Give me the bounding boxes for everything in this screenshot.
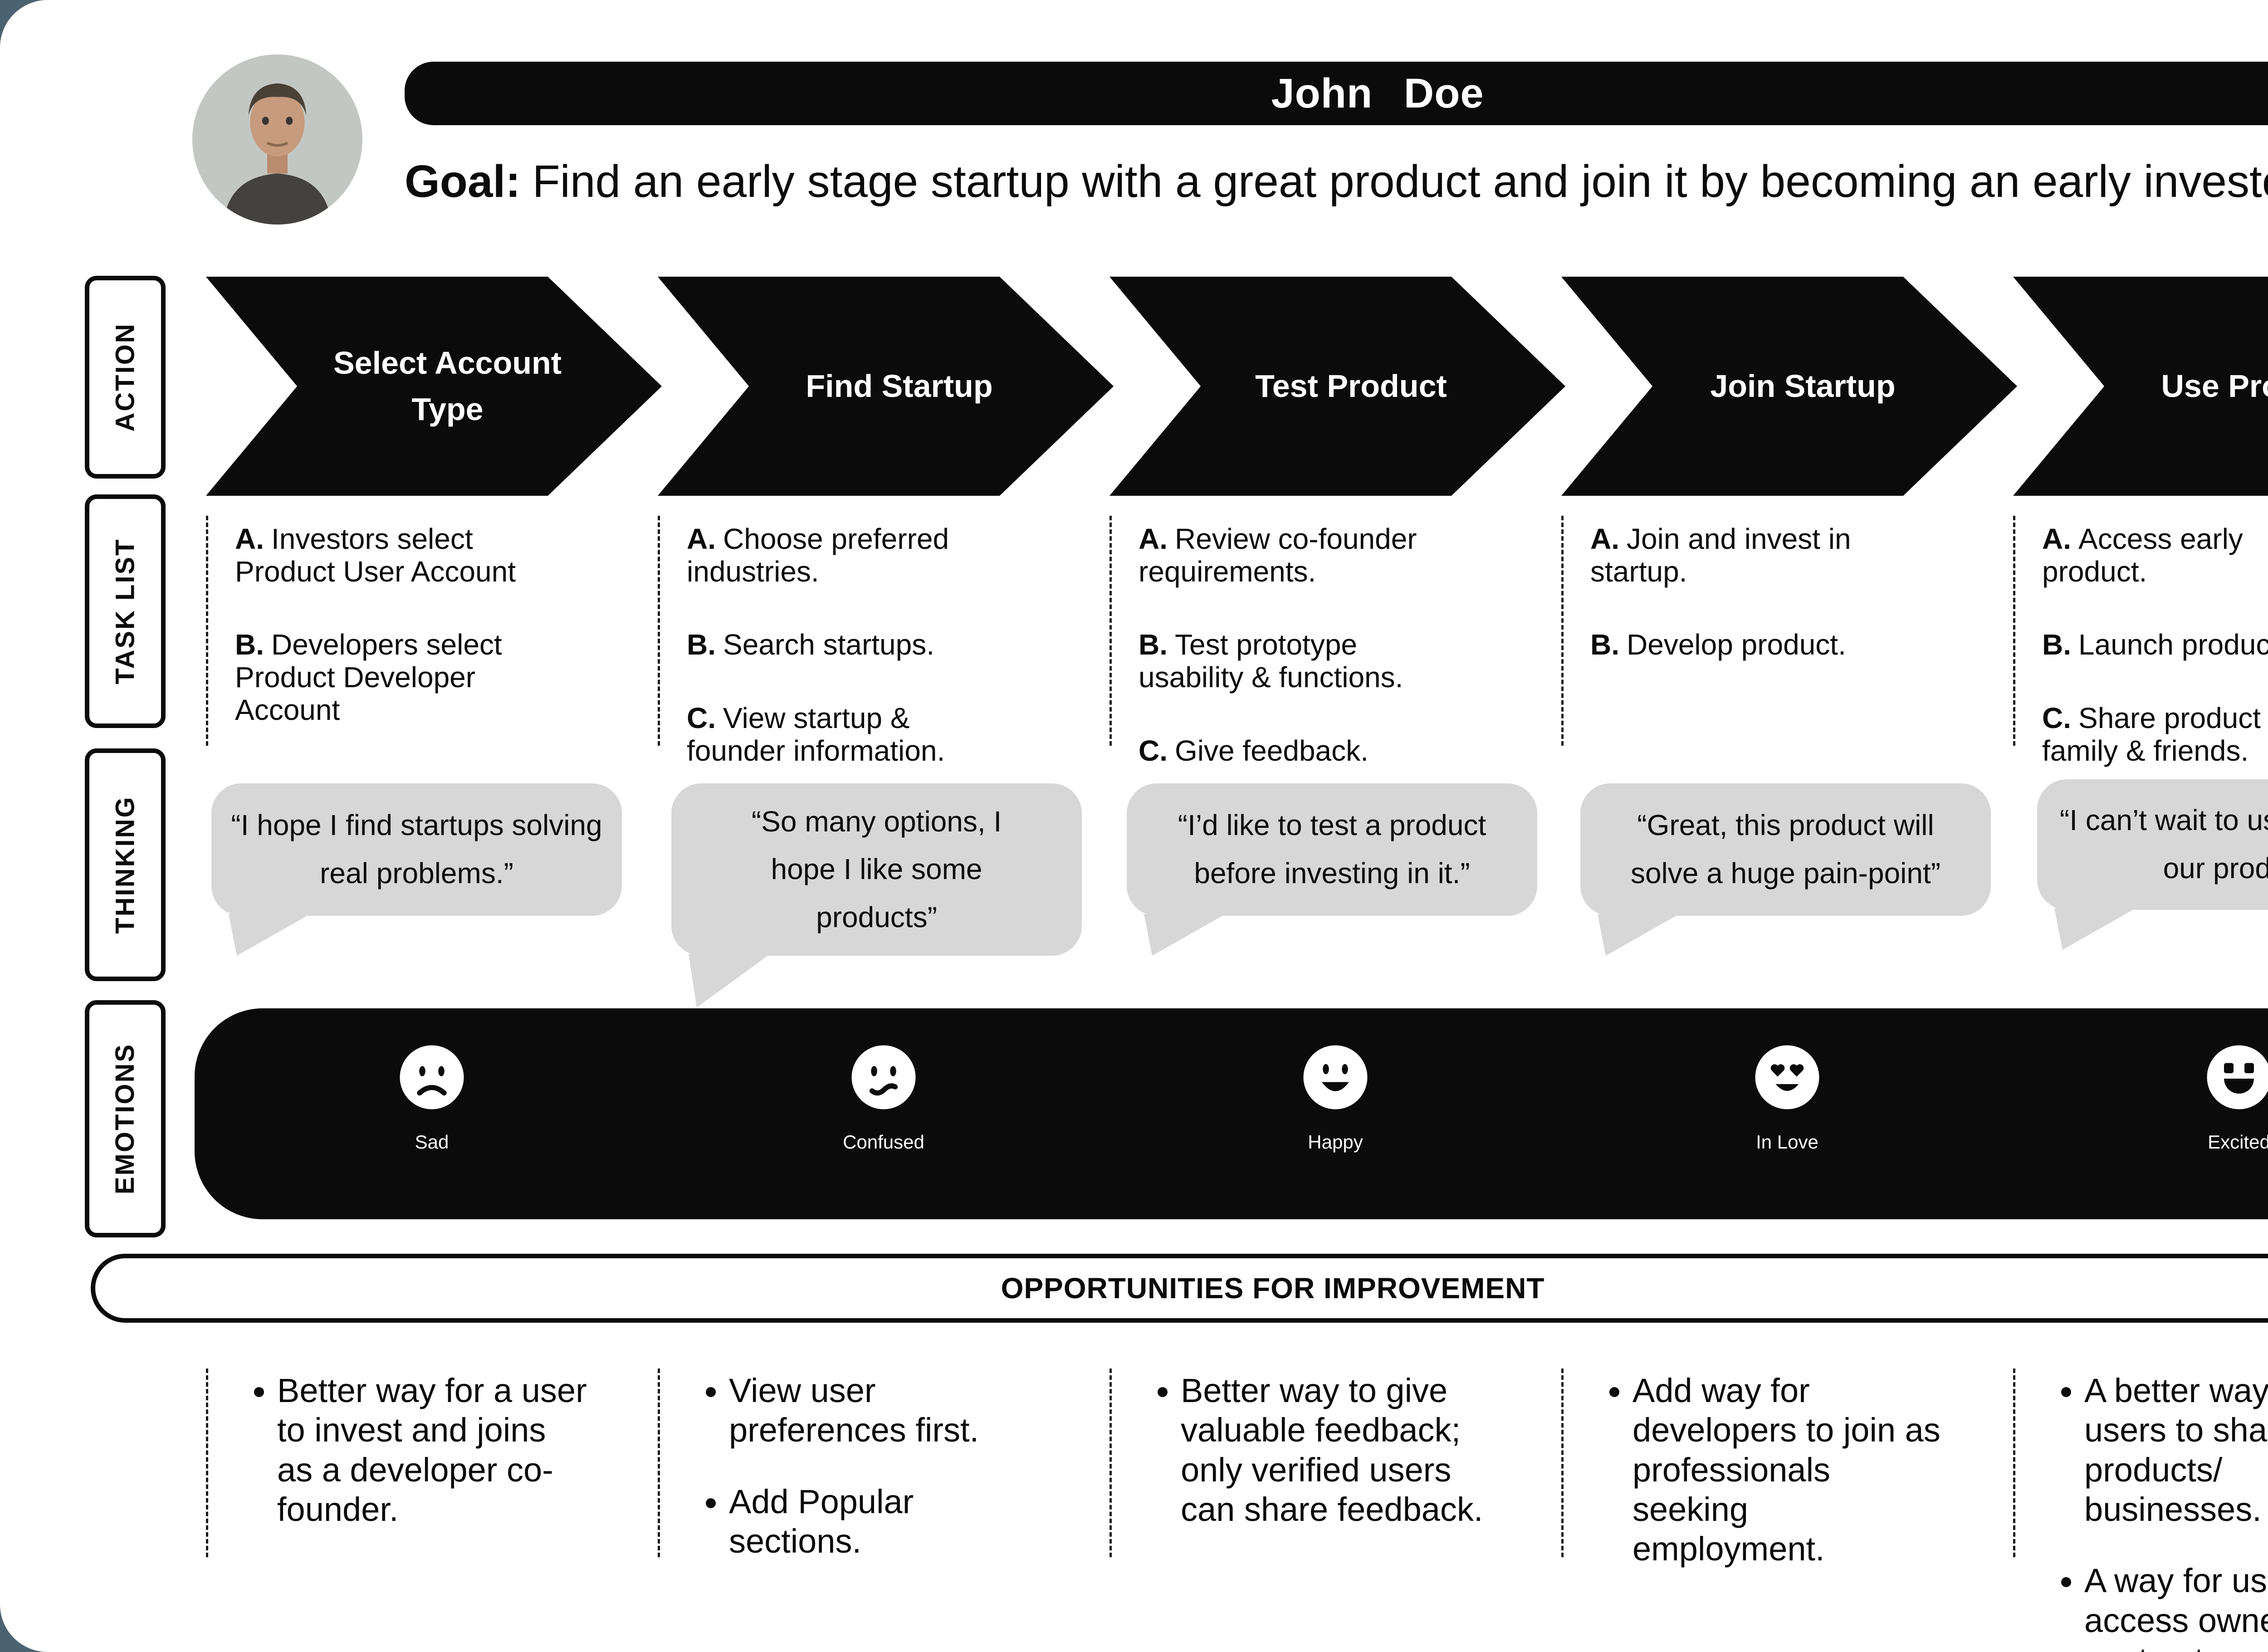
sad-face-icon [400,1045,464,1109]
emotion-excited: Excited [2144,1043,2268,1153]
thinking-bubble: “I can’t wait to use and share our produ… [2037,779,2268,910]
task-column-divider [1561,516,1564,746]
task-item: B.Launch product. [2042,628,2268,661]
happy-face-icon [1303,1045,1368,1109]
task-item: B.Developers select Product Developer Ac… [235,628,502,726]
opportunity-item: Add Popular sections. [729,1482,1042,1561]
goal-label: Goal: [405,156,521,207]
opportunity-list-stage-5: A better way for users to share products… [2056,1371,2268,1652]
persona-name-pill: John Doe [405,62,2268,125]
task-column-divider [2013,516,2015,746]
task-item: C.Give feedback. [1139,734,1369,767]
in-love-face-icon [1755,1045,1819,1109]
emotion-confused: Confused [788,1043,979,1153]
confused-face-icon [851,1045,916,1109]
emotion-label: Excited [2208,1131,2268,1153]
opportunity-list-stage-3: Better way to give valuable feedback; on… [1153,1371,1494,1561]
task-list-stage-5: A.Access early product. B.Launch product… [2042,523,2268,767]
task-item: C.Share product with family & friends. [2042,702,2268,767]
row-label-task-list: TASK LIST [85,494,166,728]
goal-line: Goal:Find an early stage startup with a … [405,154,2268,209]
task-item: C.View startup & founder information. [687,702,945,767]
opportunity-item: Better way for a user to invest and join… [277,1371,590,1529]
row-label-emotions: EMOTIONS [85,1000,166,1237]
opportunity-item: Better way to give valuable feedback; on… [1181,1371,1494,1529]
persona-name: John Doe [1271,70,1484,117]
opportunity-column-divider [658,1369,660,1557]
emotion-sad: Sad [337,1043,527,1153]
thinking-bubble: “Great, this product will solve a huge p… [1580,783,1991,916]
task-item: A.Join and invest in startup. [1590,523,1851,588]
task-column-divider [1110,516,1112,746]
task-item: A.Access early product. [2042,523,2243,588]
thinking-bubble: “I hope I find startups solving real pro… [211,783,622,916]
task-item: B.Test prototype usability & functions. [1139,628,1403,694]
opportunity-column-divider [2013,1369,2015,1557]
opportunity-column-divider [1561,1369,1564,1557]
opportunity-column-divider [1110,1369,1112,1557]
task-item: A.Review co-founder requirements. [1139,523,1417,588]
row-label-action: ACTION [85,276,166,479]
thinking-bubble: “I’d like to test a product before inves… [1127,783,1537,916]
task-list-stage-1: A.Investors select Product User Account … [235,523,525,726]
emotions-bar [195,1008,2268,1219]
goal-text: Find an early stage startup with a great… [532,156,2268,207]
emotion-in-love: In Love [1692,1043,1882,1153]
emotion-happy: Happy [1240,1043,1431,1153]
opportunity-column-divider [206,1369,208,1557]
thinking-bubble: “So many options, I hope I like some pro… [671,783,1082,956]
emotion-label: Happy [1308,1131,1363,1153]
opportunity-item: A way for users to access ownership cont… [2084,1561,2268,1652]
excited-face-icon [2207,1045,2268,1109]
opportunity-list-stage-4: Add way for developers to join as profes… [1604,1371,1945,1601]
opportunity-list-stage-1: Better way for a user to invest and join… [249,1371,590,1561]
row-label-thinking: THINKING [85,748,166,981]
task-item: A.Investors select Product User Account [235,523,516,588]
opportunity-item: View user preferences first. [729,1371,1042,1450]
task-column-divider [206,516,208,746]
avatar [192,54,362,225]
person-portrait-icon [192,54,362,225]
task-item: A.Choose preferred industries. [687,523,949,588]
opportunity-item: Add way for developers to join as profes… [1633,1371,1945,1569]
task-list-stage-4: A.Join and invest in startup. B.Develop … [1590,523,1881,661]
opportunity-list-stage-2: View user preferences first. Add Popular… [701,1371,1042,1593]
opportunity-item: A better way for users to share products… [2084,1371,2268,1529]
task-item: B.Search startups. [687,628,934,661]
task-list-stage-2: A.Choose preferred industries. B.Search … [687,523,977,767]
task-list-stage-3: A.Review co-founder requirements. B.Test… [1139,523,1429,767]
emotion-label: Sad [415,1131,449,1153]
opportunities-header: OPPORTUNITIES FOR IMPROVEMENT [91,1254,2268,1323]
emotion-label: Confused [843,1131,924,1153]
task-column-divider [658,516,660,746]
emotion-label: In Love [1756,1131,1818,1153]
task-item: B.Develop product. [1590,628,1846,661]
